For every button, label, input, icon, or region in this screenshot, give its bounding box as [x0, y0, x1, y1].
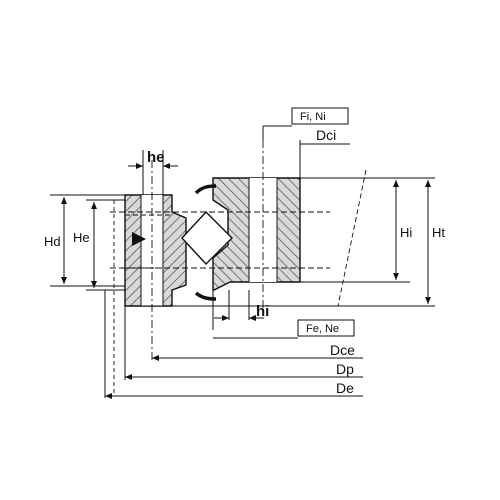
- label-he: he: [147, 149, 165, 166]
- label-dce: Dce: [330, 342, 355, 358]
- seal-bottom: [194, 291, 217, 301]
- label-de: De: [336, 380, 354, 396]
- seal-top: [194, 184, 217, 195]
- label-fi-ni: Fi, Ni: [300, 111, 326, 123]
- load-marker-icon: [132, 232, 146, 246]
- dimension-lines: [61, 125, 431, 399]
- extension-lines: [50, 140, 435, 398]
- roller-element: [181, 210, 233, 266]
- outer-ring: [124, 194, 187, 307]
- fe-ne-box: [297, 319, 355, 337]
- label-hd: Hd: [44, 234, 61, 249]
- label-fe-ne: Fe, Ne: [306, 323, 339, 335]
- fi-ni-box: [291, 107, 349, 125]
- label-dci: Dci: [316, 127, 336, 143]
- center-lines: [110, 140, 367, 395]
- label-dp: Dp: [336, 361, 354, 377]
- label-hi-height: Hi: [400, 225, 412, 240]
- label-hi: hi: [256, 303, 269, 320]
- label-he-height: He: [73, 230, 90, 245]
- label-ht: Ht: [432, 225, 445, 240]
